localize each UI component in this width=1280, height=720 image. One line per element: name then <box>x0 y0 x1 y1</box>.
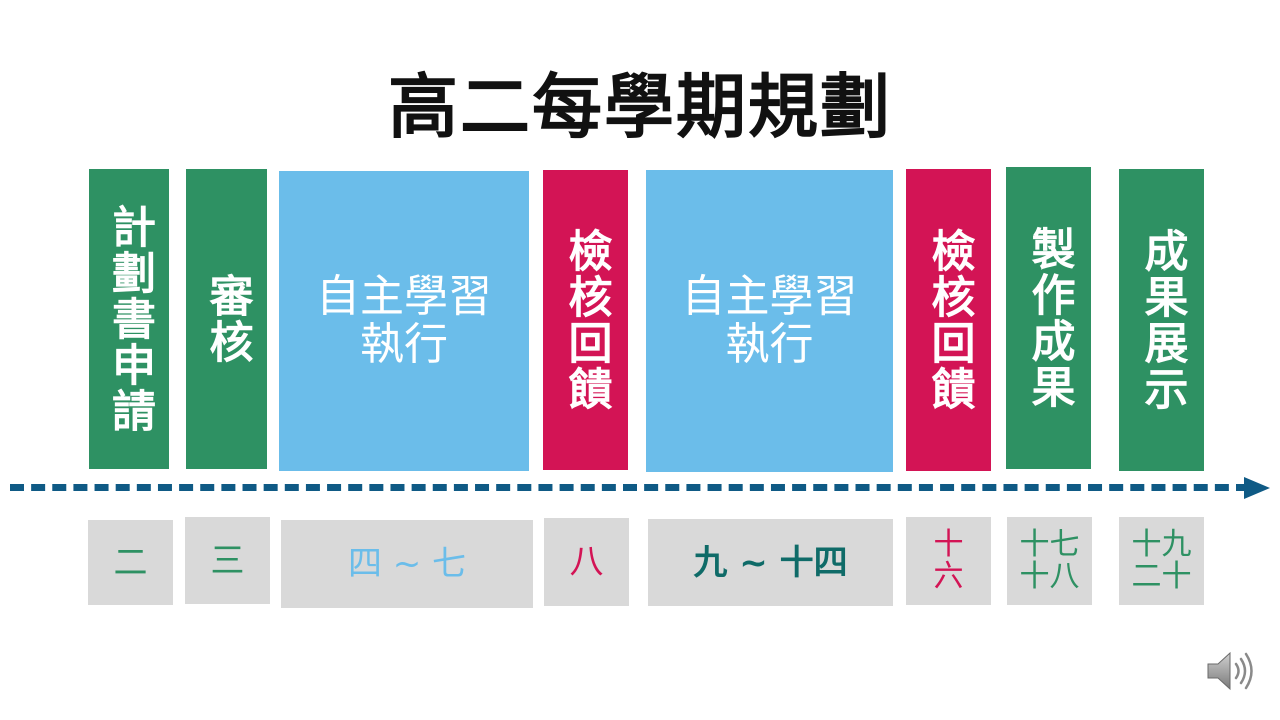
phase-label: 計劃書申請 <box>104 204 155 434</box>
week-label: 三 <box>210 540 245 581</box>
phase-make-results: 製作成果 <box>1006 167 1091 469</box>
speaker-icon[interactable] <box>1204 648 1258 694</box>
week-box: 九 ~ 十四 <box>648 519 893 606</box>
week-label: 十 六 <box>933 527 964 594</box>
timeline-dashed-line <box>10 484 1250 491</box>
phase-self-learning-1: 自主學習 執行 <box>279 171 529 471</box>
phase-label: 審核 <box>201 273 253 365</box>
phase-plan-application: 計劃書申請 <box>89 169 169 469</box>
phase-self-learning-2: 自主學習 執行 <box>646 170 893 472</box>
phase-label: 檢核回饋 <box>560 228 612 412</box>
phase-check-feedback-2: 檢核回饋 <box>906 169 991 471</box>
phase-check-feedback-1: 檢核回饋 <box>543 170 628 470</box>
week-box: 十七 十八 <box>1007 517 1092 605</box>
phase-label: 自主學習 執行 <box>681 271 858 370</box>
phase-label: 成果展示 <box>1136 228 1188 412</box>
slide-title: 高二每學期規劃 <box>388 66 892 148</box>
week-box: 十 六 <box>906 517 991 605</box>
week-box: 二 <box>88 520 173 605</box>
phase-label: 製作成果 <box>1023 226 1075 410</box>
phase-label: 自主學習 執行 <box>316 271 492 370</box>
week-box: 八 <box>544 518 629 606</box>
week-label: 八 <box>569 542 604 582</box>
phase-label: 檢核回饋 <box>923 228 975 412</box>
week-box: 十九 二十 <box>1119 517 1204 605</box>
week-label: 四 ~ 七 <box>347 544 467 584</box>
week-label: 十七 十八 <box>1019 527 1080 594</box>
timeline-arrow-icon <box>1244 477 1270 499</box>
phase-results-show: 成果展示 <box>1119 169 1204 471</box>
week-label: 九 ~ 十四 <box>693 542 848 583</box>
week-label: 十九 二十 <box>1131 527 1192 594</box>
week-box: 四 ~ 七 <box>281 520 533 608</box>
phase-review: 審核 <box>186 169 267 469</box>
week-label: 二 <box>113 542 148 583</box>
week-box: 三 <box>185 517 270 604</box>
